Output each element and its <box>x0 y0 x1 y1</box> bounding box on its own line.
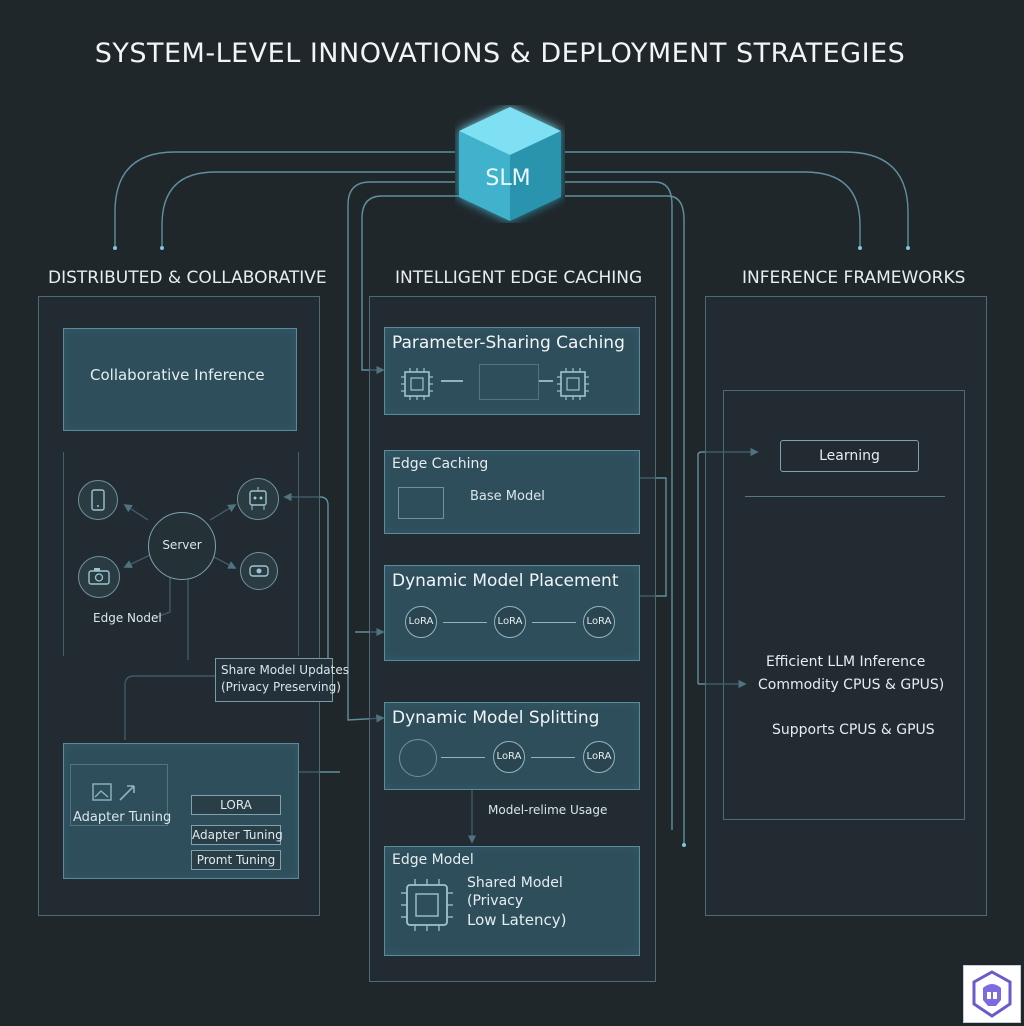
inference-panel <box>723 390 965 820</box>
dynamic-model-splitting-box[interactable]: Dynamic Model Splitting LoRA LoRA <box>384 702 640 790</box>
chip-icon <box>399 877 455 937</box>
lora-node: LoRA <box>494 606 526 638</box>
edge-model-line2: (Privacy <box>467 893 524 909</box>
splitting-title: Dynamic Model Splitting <box>392 708 600 728</box>
collaborative-inference-box[interactable]: Collaborative Inference <box>63 328 297 431</box>
server-label: Server <box>162 538 202 552</box>
robot-icon <box>237 478 279 520</box>
arrow-connector <box>443 622 487 623</box>
chip-icon <box>398 487 444 519</box>
chip-icon <box>399 366 435 406</box>
placement-title: Dynamic Model Placement <box>392 571 619 591</box>
share-updates-line1: Share Model Updates <box>221 663 349 677</box>
lora-node: LoRA <box>405 606 437 638</box>
hub-label: SLM <box>485 166 531 191</box>
edge-model-line3: Low Latency) <box>467 911 567 929</box>
arrow-connector <box>539 380 553 382</box>
base-model-label: Base Model <box>470 489 545 504</box>
edge-caching-box[interactable]: Edge Caching Base Model <box>384 450 640 534</box>
cctv-icon <box>240 552 278 590</box>
parameter-sharing-title: Parameter-Sharing Caching <box>392 333 625 353</box>
share-model-updates-box[interactable]: Share Model Updates (Privacy Preserving) <box>215 658 349 702</box>
edge-node-label: Edge Nodel <box>93 611 162 625</box>
supports-cpus-label: Supports CPUS & GPUS <box>772 722 935 738</box>
right-column-heading: INFERENCE FRAMEWORKS <box>742 268 966 288</box>
prompt-tuning-pill[interactable]: Promt Tuning <box>191 850 281 870</box>
edge-model-box[interactable]: Edge Model Shared Model (Privacy Low Lat… <box>384 846 640 956</box>
edge-model-title: Edge Model <box>392 852 474 868</box>
logo-icon <box>963 965 1021 1023</box>
divider <box>745 496 945 497</box>
edge-caching-title: Edge Caching <box>392 456 489 472</box>
collaboration-network <box>63 452 299 656</box>
learning-button[interactable]: Learning <box>780 440 919 472</box>
model-usage-label: Model-relime Usage <box>488 803 608 817</box>
lora-node: LoRA <box>583 606 615 638</box>
adapter-tuning-title: Adapter Tuning <box>73 810 172 825</box>
adapter-illustration <box>70 764 168 826</box>
middle-column-heading: INTELLIGENT EDGE CACHING <box>395 268 643 288</box>
chip-icon <box>555 366 591 406</box>
efficient-inference-label: Efficient LLM Inference <box>766 654 926 670</box>
page-title: SYSTEM-LEVEL INNOVATIONS & DEPLOYMENT ST… <box>94 38 906 69</box>
lora-node: LoRA <box>583 741 615 773</box>
slm-cube-icon <box>455 105 565 223</box>
left-column-heading: DISTRIBUTED & COLLABORATIVE <box>48 268 327 288</box>
collaborative-inference-label: Collaborative Inference <box>90 366 265 384</box>
adapter-tuning-pill[interactable]: Adapter Tuning <box>191 825 283 845</box>
adapter-tuning-box[interactable]: Adapter Tuning LORA Adapter Tuning Promt… <box>63 743 299 879</box>
lora-pill[interactable]: LORA <box>191 795 281 815</box>
arrow-connector <box>441 757 485 758</box>
phone-icon <box>78 480 118 520</box>
lora-node: LoRA <box>493 741 525 773</box>
commodity-cpus-label: Commodity CPUS & GPUS) <box>758 677 945 693</box>
share-updates-line2: (Privacy Preserving) <box>221 680 341 694</box>
dynamic-model-placement-box[interactable]: Dynamic Model Placement LoRA LoRA LoRA <box>384 565 640 661</box>
edge-model-line1: Shared Model <box>467 875 563 891</box>
arrow-connector <box>441 380 463 382</box>
parameter-sharing-caching-box[interactable]: Parameter-Sharing Caching <box>384 327 640 415</box>
caching-illustration <box>479 364 539 400</box>
arrow-connector <box>532 622 576 623</box>
server-node[interactable]: Server <box>148 512 216 580</box>
image-icon <box>92 782 144 812</box>
camera-icon <box>78 556 120 598</box>
user-icon <box>399 739 437 777</box>
right-column <box>705 296 987 916</box>
arrow-connector <box>531 757 575 758</box>
